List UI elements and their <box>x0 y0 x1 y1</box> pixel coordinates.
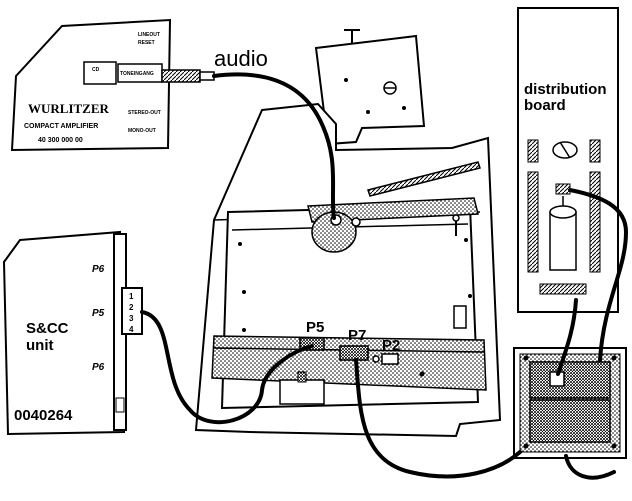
ground-cable <box>564 454 616 480</box>
distribution-connectors-upper <box>527 139 601 163</box>
sacc-p6-lower: P6 <box>92 362 105 373</box>
amp-cd-label: CD <box>92 67 100 73</box>
pin-1: 1 <box>129 292 134 301</box>
part-number: 0040264 <box>14 407 73 424</box>
amp-tag-lineout: LINEOUT <box>138 32 160 38</box>
sacc-p6-upper: P6 <box>92 264 105 275</box>
compact-amplifier: CD TONEINGANG LINEOUT RESET STEREO-OUT M… <box>10 18 172 152</box>
sacc-p5-cable <box>140 310 314 425</box>
capacitor <box>549 196 577 271</box>
audio-label: audio <box>214 46 268 71</box>
distribution-power-cable <box>556 298 578 376</box>
pin-4: 4 <box>129 325 134 334</box>
amp-tag-mono: MONO-OUT <box>128 128 156 134</box>
distribution-board-label-1: distribution <box>524 81 607 98</box>
distribution-board-label-2: board <box>524 97 566 114</box>
p7-power-cable <box>354 358 522 479</box>
distribution-board: distribution board <box>517 7 619 313</box>
amp-brand: WURLITZER <box>28 101 110 116</box>
sacc-p5-connector: 1 2 3 4 <box>121 287 143 335</box>
chassis <box>194 29 502 438</box>
sacc-p5-side: P5 <box>92 308 105 319</box>
distribution-cable <box>568 188 628 362</box>
p7-connector <box>339 345 369 361</box>
audio-plug <box>161 69 215 83</box>
pin-2: 2 <box>129 303 134 312</box>
label-p5: P5 <box>306 319 324 336</box>
amp-model: COMPACT AMPLIFIER <box>24 123 98 130</box>
cables <box>140 72 628 480</box>
power-box <box>513 347 627 459</box>
sacc-unit: S&CC unit 0040264 P6 P5 P6 1 2 3 4 <box>2 230 143 436</box>
audio-cable <box>212 72 336 220</box>
label-p2: P2 <box>382 337 400 354</box>
amp-number: 40 300 000 00 <box>38 137 83 144</box>
amp-input-label: TONEINGANG <box>120 71 154 77</box>
sacc-label-2: unit <box>26 337 54 354</box>
p2-connector <box>372 353 399 365</box>
amp-tag-stereo: STEREO-OUT <box>128 110 161 116</box>
label-p7: P7 <box>348 327 366 344</box>
amp-tag-reset: RESET <box>138 40 155 46</box>
pin-3: 3 <box>129 314 134 323</box>
sacc-label-1: S&CC <box>26 320 69 337</box>
